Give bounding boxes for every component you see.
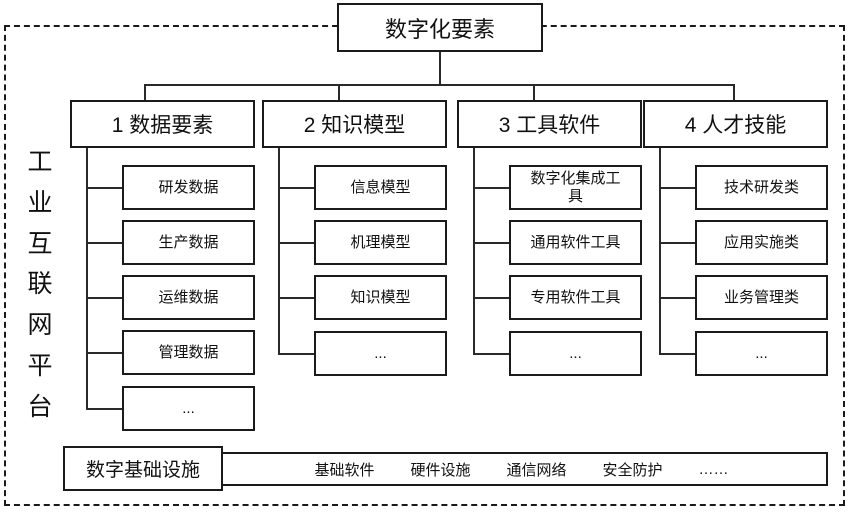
- branch-node-tool-software[interactable]: 3 工具软件: [457, 100, 642, 148]
- branch-node-knowledge-models[interactable]: 2 知识模型: [262, 100, 447, 148]
- root-node[interactable]: 数字化要素: [337, 3, 543, 52]
- stub-branch-4-child-1: [659, 187, 695, 189]
- platform-label-char-2: 互: [27, 229, 53, 258]
- stub-branch-1-child-2: [86, 242, 122, 244]
- leaf-node-knowledge-model[interactable]: 知识模型: [314, 275, 447, 320]
- stub-branch-2-child-1: [278, 187, 314, 189]
- stub-branch-3-child-1: [473, 187, 509, 189]
- infrastructure-item-basic-software[interactable]: 基础软件: [314, 461, 375, 479]
- connector-bus-to-branch-1: [144, 84, 146, 100]
- platform-vertical-label: 工 业 互 联 网 平 台: [14, 150, 66, 420]
- stub-branch-4-child-4: [659, 353, 695, 355]
- platform-label-char-4: 网: [27, 311, 53, 340]
- stub-branch-1-child-3: [86, 297, 122, 299]
- leaf-node-tool-more[interactable]: ...: [509, 331, 642, 376]
- connector-bus-to-branch-3: [533, 84, 535, 100]
- leaf-node-data-more[interactable]: ...: [122, 386, 255, 431]
- platform-label-char-1: 业: [27, 188, 53, 217]
- leaf-node-tech-rd-category[interactable]: 技术研发类: [695, 165, 828, 210]
- leaf-node-data-ops[interactable]: 运维数据: [122, 275, 255, 320]
- leaf-node-dedicated-software-tool[interactable]: 专用软件工具: [509, 275, 642, 320]
- connector-level2-bus: [145, 84, 734, 86]
- stub-branch-4-child-3: [659, 297, 695, 299]
- stub-branch-3-child-3: [473, 297, 509, 299]
- infrastructure-items-strip: 基础软件 硬件设施 通信网络 安全防护 ……: [215, 452, 828, 486]
- leaf-node-application-category[interactable]: 应用实施类: [695, 220, 828, 265]
- infrastructure-item-network[interactable]: 通信网络: [506, 461, 567, 479]
- connector-root-down: [439, 52, 441, 85]
- branch-node-talent-skills[interactable]: 4 人才技能: [643, 100, 828, 148]
- stub-branch-4-child-2: [659, 242, 695, 244]
- infrastructure-item-hardware[interactable]: 硬件设施: [410, 461, 471, 479]
- leaf-node-data-production[interactable]: 生产数据: [122, 220, 255, 265]
- platform-label-char-6: 台: [27, 392, 53, 421]
- platform-label-char-5: 平: [27, 352, 53, 381]
- stub-branch-3-child-4: [473, 353, 509, 355]
- leaf-node-business-mgmt-category[interactable]: 业务管理类: [695, 275, 828, 320]
- platform-frame: [4, 25, 845, 506]
- platform-label-char-0: 工: [27, 148, 53, 176]
- leaf-node-data-management[interactable]: 管理数据: [122, 330, 255, 375]
- leaf-node-data-rd[interactable]: 研发数据: [122, 165, 255, 210]
- infrastructure-item-security[interactable]: 安全防护: [602, 461, 663, 479]
- infrastructure-label-box[interactable]: 数字基础设施: [63, 446, 223, 491]
- leaf-node-knowledge-more[interactable]: ...: [314, 331, 447, 376]
- branch-node-data-elements[interactable]: 1 数据要素: [70, 100, 255, 148]
- leaf-node-mechanism-model[interactable]: 机理模型: [314, 220, 447, 265]
- stub-branch-3-child-2: [473, 242, 509, 244]
- stub-branch-2-child-4: [278, 353, 314, 355]
- leaf-node-integration-tool[interactable]: 数字化集成工具: [509, 165, 642, 210]
- connector-bus-to-branch-4: [733, 84, 735, 100]
- spine-branch-2: [278, 148, 280, 355]
- leaf-node-talent-more[interactable]: ...: [695, 331, 828, 376]
- platform-label-char-3: 联: [27, 270, 53, 299]
- stub-branch-2-child-3: [278, 297, 314, 299]
- spine-branch-1: [86, 148, 88, 410]
- connector-bus-to-branch-2: [338, 84, 340, 100]
- stub-branch-1-child-5: [86, 408, 122, 410]
- stub-branch-1-child-1: [86, 187, 122, 189]
- stub-branch-2-child-2: [278, 242, 314, 244]
- leaf-node-general-software-tool[interactable]: 通用软件工具: [509, 220, 642, 265]
- spine-branch-4: [659, 148, 661, 355]
- spine-branch-3: [473, 148, 475, 355]
- leaf-node-information-model[interactable]: 信息模型: [314, 165, 447, 210]
- stub-branch-1-child-4: [86, 352, 122, 354]
- infrastructure-item-more: ……: [698, 460, 729, 478]
